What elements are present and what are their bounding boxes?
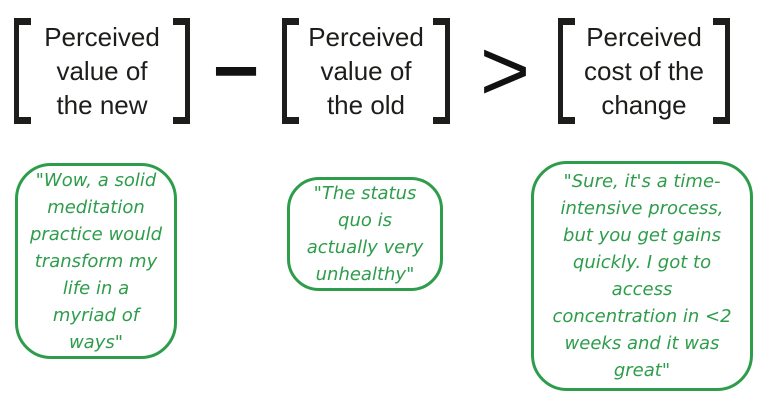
equation-term-old-label: Perceived value of the old: [308, 22, 424, 120]
right-bracket: [713, 18, 730, 124]
right-bracket: [173, 18, 190, 124]
quote-bubble-new-value: "Wow, a solid meditation practice would …: [15, 163, 177, 359]
right-bracket: [433, 18, 450, 124]
equation-term-new-label: Perceived value of the new: [44, 22, 160, 120]
left-bracket: [14, 18, 31, 124]
minus-operator: −: [212, 26, 260, 115]
equation-term-old: Perceived value of the old: [282, 18, 450, 124]
quote-bubble-old-value: "The status quo is actually very unhealt…: [287, 177, 443, 291]
equation-term-cost-label: Perceived cost of the change: [584, 22, 704, 120]
greater-than-operator: >: [479, 22, 531, 119]
equation-term-new: Perceived value of the new: [14, 18, 190, 124]
equation-term-cost: Perceived cost of the change: [558, 18, 730, 124]
quote-bubble-change-cost: "Sure, it's a time- intensive process, b…: [531, 161, 753, 391]
left-bracket: [282, 18, 299, 124]
left-bracket: [558, 18, 575, 124]
